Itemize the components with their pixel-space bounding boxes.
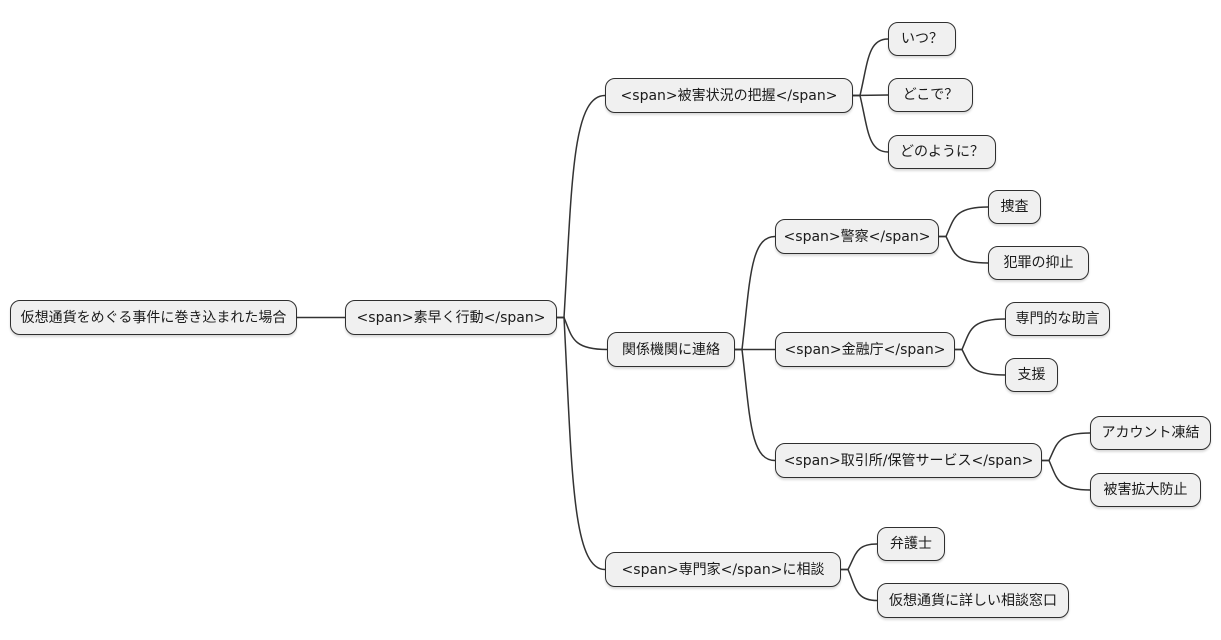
mindmap-node-label: アカウント凍結	[1101, 425, 1200, 441]
mindmap-node-label: <span>素早く行動</span>	[356, 309, 546, 326]
mindmap-node-police: <span>警察</span>	[775, 219, 939, 254]
mindmap-node-label: 捜査	[1000, 199, 1029, 215]
mindmap-node-where: どこで？	[888, 78, 973, 112]
mindmap-node-label: 支援	[1017, 367, 1046, 383]
mindmap-node-label: <span>金融庁</span>	[784, 341, 946, 358]
mindmap-edge-fsa-support	[955, 348, 1006, 376]
mindmap-node-label: <span>被害状況の把握</span>	[620, 87, 838, 104]
mindmap-node-label: <span>取引所/保管サービス</span>	[783, 452, 1034, 469]
mindmap-node-root: 仮想通貨をめぐる事件に巻き込まれた場合	[10, 300, 297, 335]
mindmap-edge-fsa-advice	[955, 318, 1006, 351]
mindmap-node-deterrence: 犯罪の抑止	[988, 246, 1089, 280]
mindmap-edge-exchange-freeze	[1042, 432, 1091, 462]
mindmap-node-label: 仮想通貨をめぐる事件に巻き込まれた場合	[20, 309, 287, 326]
mindmap-edge-police-deterrence	[939, 235, 989, 264]
mindmap-edge-act-grasp	[557, 94, 606, 319]
mindmap-node-label: 被害拡大防止	[1103, 482, 1188, 498]
mindmap-node-label: どのように？	[900, 144, 984, 160]
mindmap-edge-police-investigation	[939, 206, 989, 238]
mindmap-node-label: <span>専門家</span>に相談	[621, 561, 825, 578]
mindmap-node-label: 関係機関に連絡	[622, 341, 720, 358]
mindmap-node-expert: <span>専門家</span>に相談	[605, 552, 841, 587]
mindmap-node-label: <span>警察</span>	[783, 228, 931, 245]
mindmap-node-contact: 関係機関に連絡	[607, 332, 735, 367]
mindmap-edge-grasp-how	[853, 94, 889, 153]
mindmap-node-how: どのように？	[888, 135, 996, 169]
mindmap-node-freeze: アカウント凍結	[1090, 416, 1211, 450]
mindmap-node-label: 犯罪の抑止	[1003, 255, 1074, 271]
mindmap-edge-act-expert	[557, 316, 606, 571]
mindmap-node-label: 仮想通貨に詳しい相談窓口	[889, 592, 1057, 609]
mindmap-node-label: 専門的な助言	[1015, 311, 1100, 327]
mindmap-node-grasp: <span>被害状況の把握</span>	[605, 78, 853, 113]
mindmap-node-when: いつ？	[888, 22, 956, 56]
mindmap-node-fsa: <span>金融庁</span>	[775, 332, 955, 367]
mindmap-node-support: 支援	[1005, 358, 1058, 392]
mindmap-node-lawyer: 弁護士	[877, 527, 945, 561]
mindmap-node-exchange: <span>取引所/保管サービス</span>	[775, 443, 1042, 478]
mindmap-node-label: 弁護士	[890, 536, 932, 552]
mindmap-node-prevent: 被害拡大防止	[1090, 473, 1201, 507]
mindmap-node-advice: 専門的な助言	[1005, 302, 1110, 336]
mindmap-edge-contact-exchange	[735, 348, 776, 462]
mindmap-node-counter: 仮想通貨に詳しい相談窓口	[877, 583, 1069, 618]
mindmap-node-label: いつ？	[901, 31, 943, 47]
mindmap-edge-exchange-prevent	[1042, 459, 1091, 491]
mindmap-edge-contact-police	[735, 235, 776, 351]
mindmap-node-label: どこで？	[902, 87, 959, 103]
mindmap-edge-expert-lawyer	[841, 543, 878, 571]
mindmap-node-investigation: 捜査	[988, 190, 1041, 224]
mindmap-node-act: <span>素早く行動</span>	[345, 300, 557, 335]
mindmap-edge-grasp-when	[853, 38, 889, 97]
mindmap-edge-expert-counter	[841, 568, 878, 602]
